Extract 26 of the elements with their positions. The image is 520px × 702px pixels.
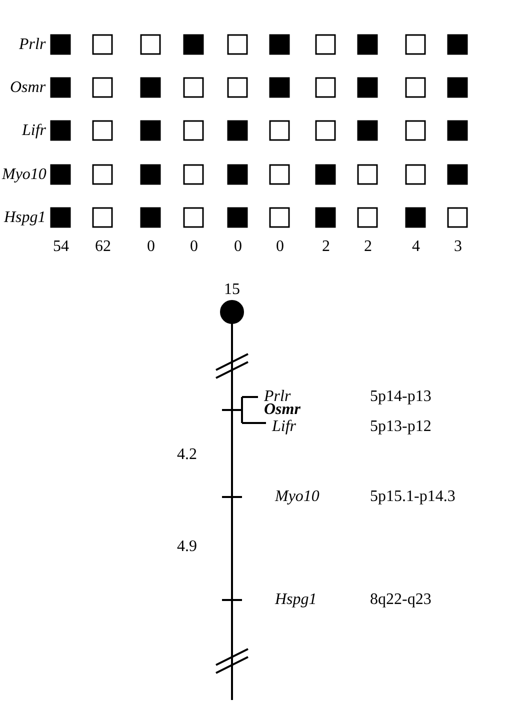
count-label: 0 <box>276 238 284 256</box>
band-label: 5p15.1-p14.3 <box>370 488 456 506</box>
gene-name: Hspg1 <box>4 209 46 227</box>
chromosome-number: 15 <box>224 281 240 299</box>
count-label: 2 <box>364 238 372 256</box>
gene-name: Prlr <box>19 36 46 54</box>
band-label: 5p14-p13 <box>370 388 432 406</box>
band-label: 5p13-p12 <box>370 418 432 436</box>
count-label: 62 <box>95 238 111 256</box>
gene-name: Osmr <box>10 79 46 97</box>
count-label: 4 <box>412 238 420 256</box>
count-label: 2 <box>322 238 330 256</box>
gene-name: Myo10 <box>2 166 46 184</box>
count-label: 0 <box>190 238 198 256</box>
band-label: 8q22-q23 <box>370 591 432 609</box>
gene-name: Lifr <box>272 418 296 436</box>
distance-label: 4.9 <box>177 538 197 556</box>
gene-name: Myo10 <box>275 488 320 506</box>
gene-name: Lifr <box>22 122 46 140</box>
count-label: 0 <box>234 238 242 256</box>
count-label: 0 <box>147 238 155 256</box>
count-label: 3 <box>454 238 462 256</box>
distance-label: 4.2 <box>177 446 197 464</box>
gene-name: Osmr <box>264 401 300 419</box>
gene-name: Hspg1 <box>275 591 317 609</box>
count-label: 54 <box>53 238 69 256</box>
